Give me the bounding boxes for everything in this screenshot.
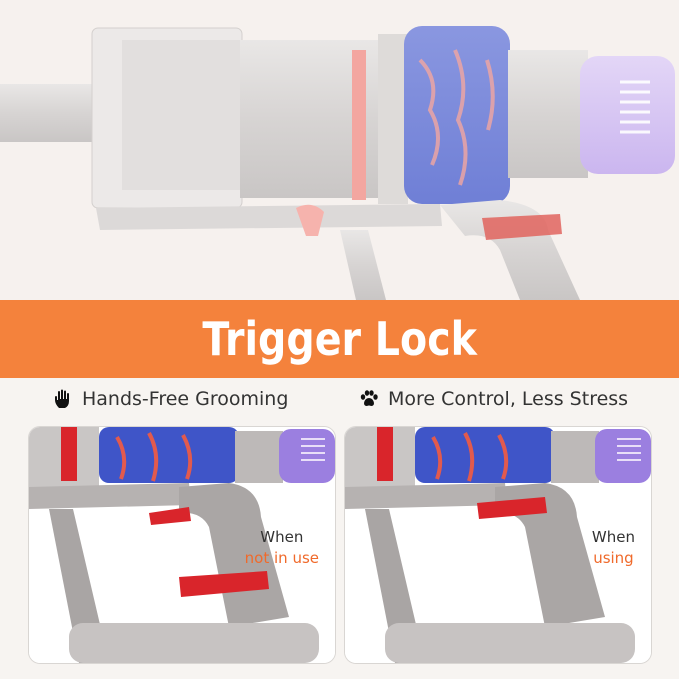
- caption-line1: When: [591, 528, 635, 546]
- banner: Trigger Lock: [0, 300, 679, 378]
- vacuum-detail-image: [345, 427, 651, 663]
- paw-icon: [358, 388, 380, 410]
- lower-frame: [96, 204, 442, 230]
- card-using: When using: [344, 426, 652, 664]
- banner-title: Trigger Lock: [202, 312, 477, 366]
- body-collar: [378, 34, 408, 204]
- hero-vacuum-image: [0, 0, 679, 300]
- purple-filter: [580, 56, 675, 174]
- wand-tube: [0, 84, 95, 142]
- caption-line2: using: [593, 549, 634, 567]
- trigger: [296, 204, 324, 236]
- caption-line1: When: [260, 528, 304, 546]
- front-support: [340, 230, 386, 300]
- feature-more-control-label: More Control, Less Stress: [388, 388, 629, 410]
- motor-body: [508, 50, 588, 178]
- caption-line2: not in use: [244, 549, 319, 567]
- feature-hands-free: Hands-Free Grooming: [52, 388, 288, 410]
- red-ring: [352, 50, 366, 200]
- trigger-lock-band: [482, 214, 562, 240]
- card-not-in-use: When not in use: [28, 426, 336, 664]
- cyclone-highlights: [418, 49, 495, 186]
- cyclone-pack: [404, 26, 510, 204]
- hand-icon: [52, 388, 74, 410]
- filter-vents: [620, 80, 650, 134]
- bin-inner: [122, 40, 240, 190]
- caption-not-in-use: When not in use: [245, 527, 319, 569]
- vacuum-detail-image: [29, 427, 335, 663]
- feature-more-control: More Control, Less Stress: [358, 388, 628, 410]
- feature-hands-free-label: Hands-Free Grooming: [82, 388, 289, 410]
- caption-using: When using: [592, 527, 635, 569]
